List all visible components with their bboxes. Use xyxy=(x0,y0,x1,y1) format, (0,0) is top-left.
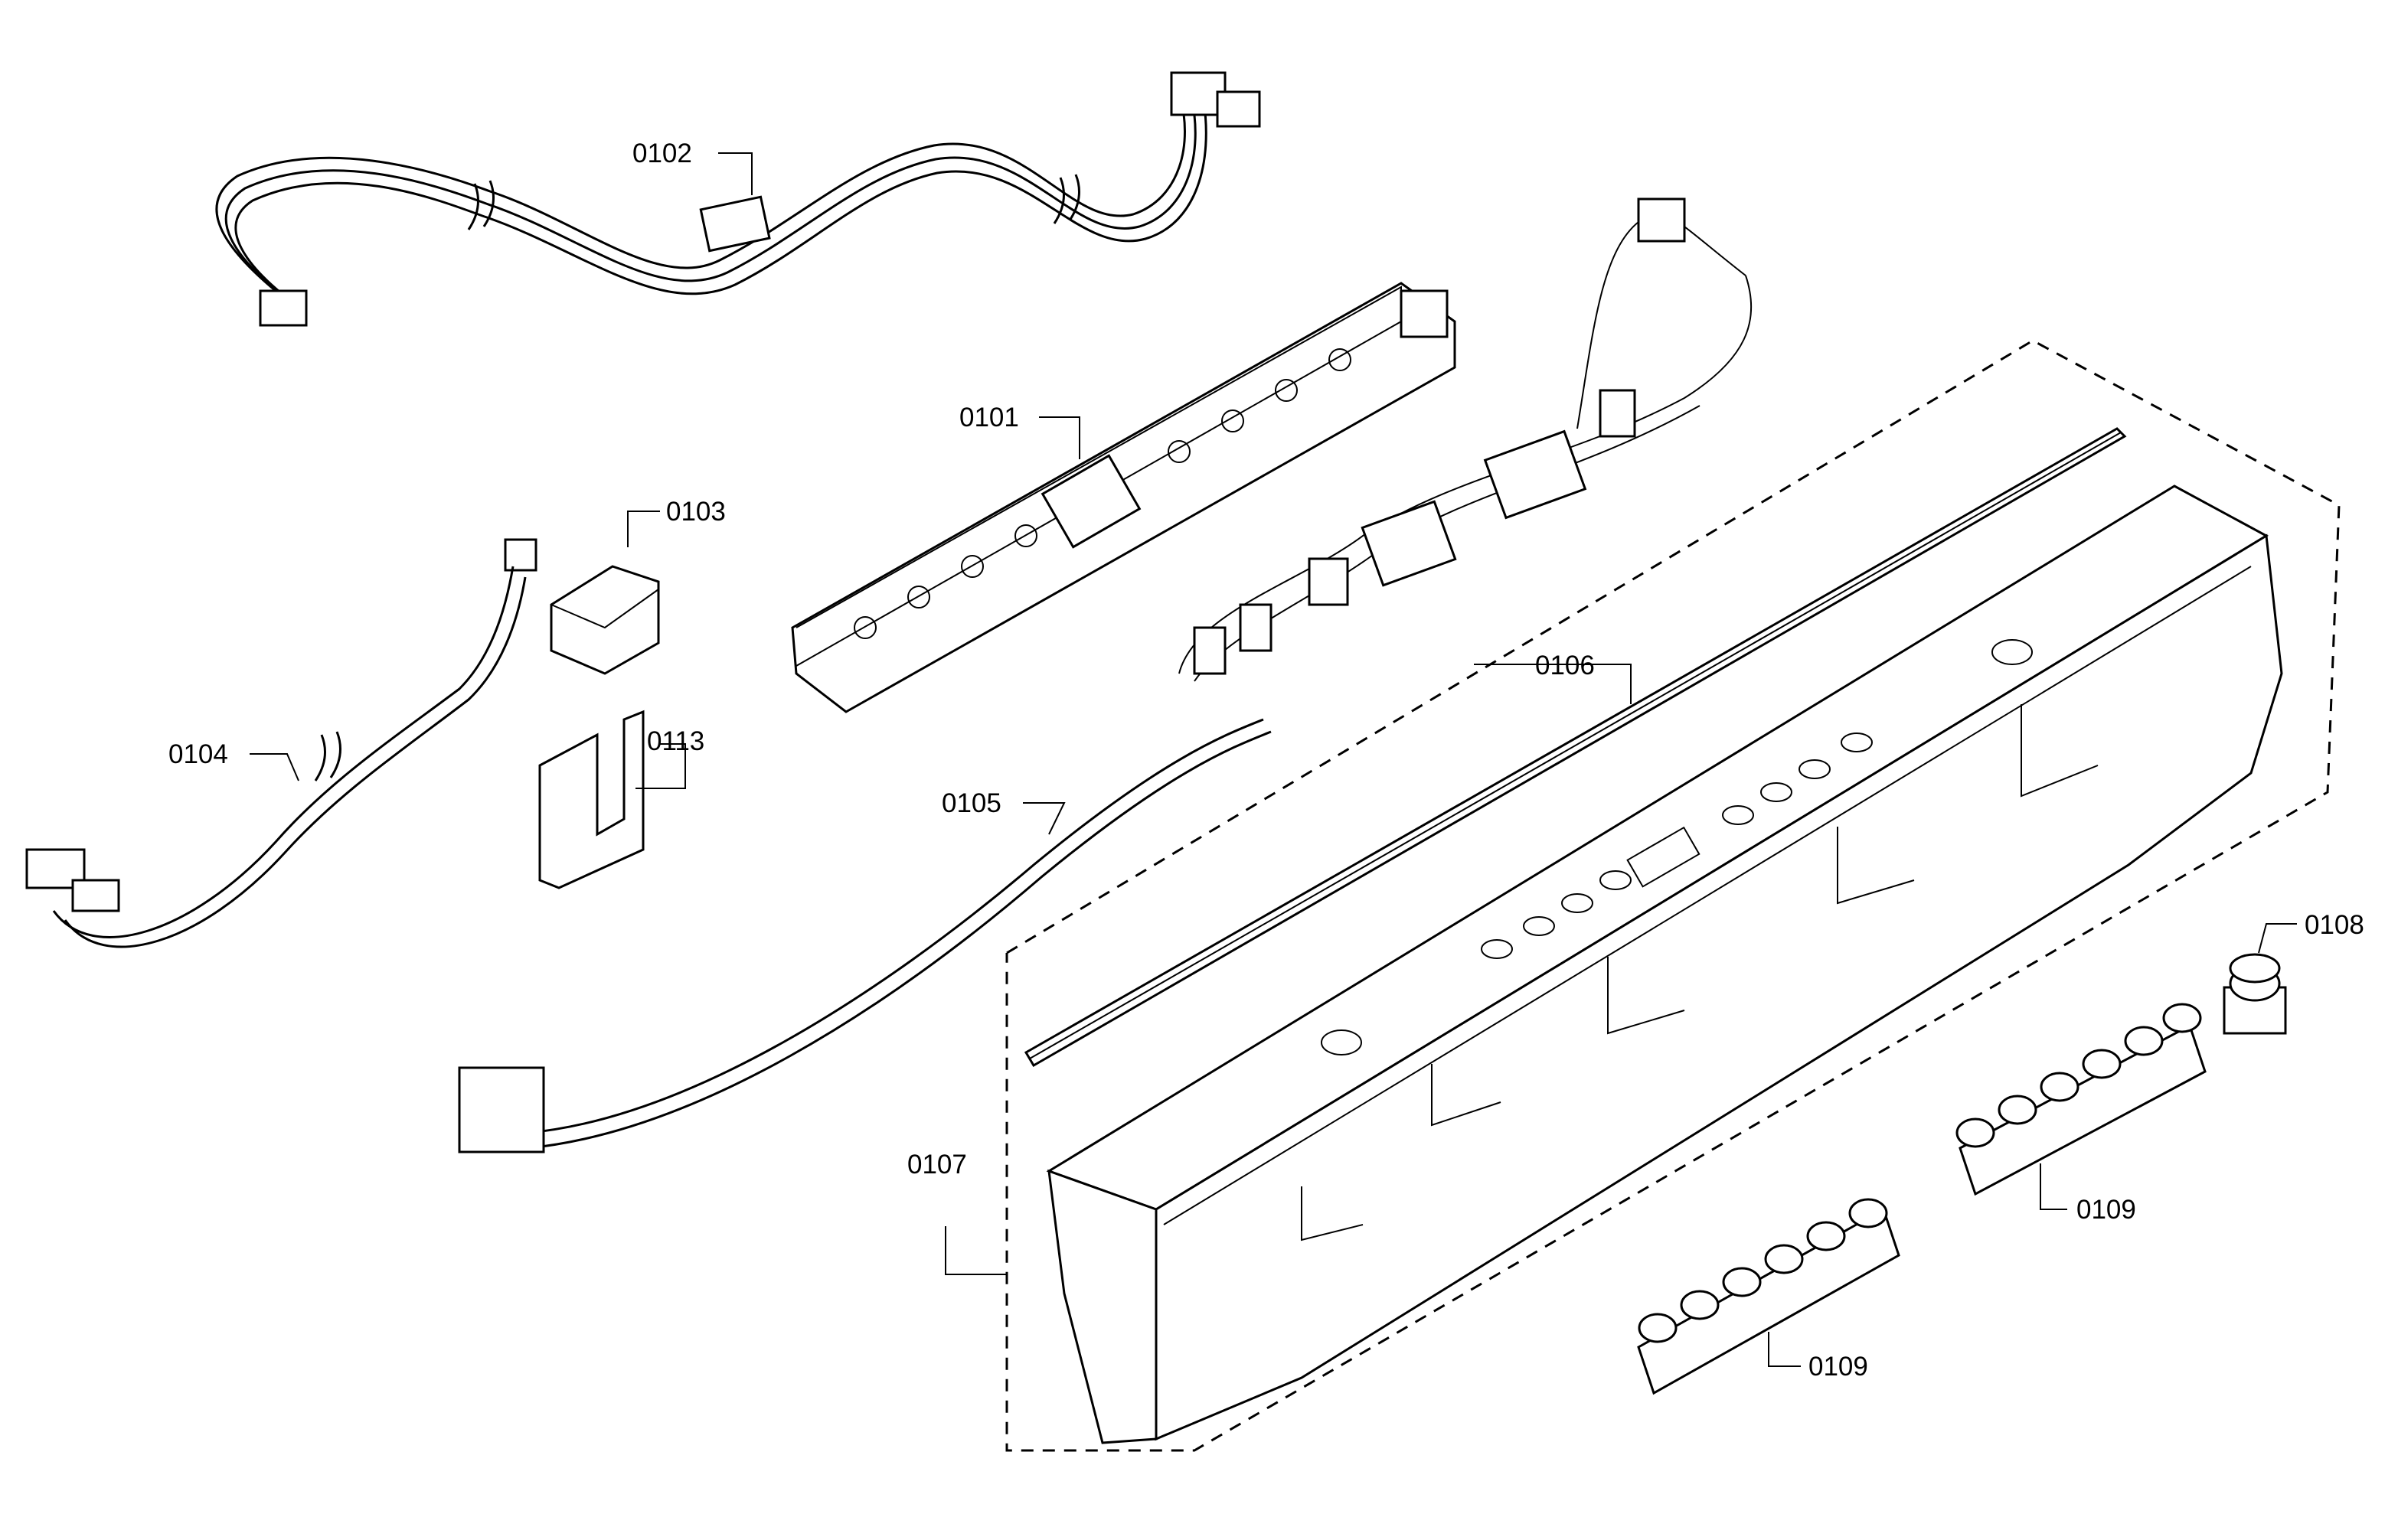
label-0106: 0106 xyxy=(1535,651,1595,680)
label-0103: 0103 xyxy=(666,497,726,527)
button-strip-0109-upper xyxy=(1955,1003,2207,1196)
label-0108: 0108 xyxy=(2305,910,2364,940)
label-0102: 0102 xyxy=(632,139,692,168)
label-0101: 0101 xyxy=(959,403,1019,432)
button-strip-0109-lower xyxy=(1637,1198,1900,1395)
control-panel-0107 xyxy=(1046,485,2283,1444)
button-0108 xyxy=(2223,953,2287,1035)
label-0104: 0104 xyxy=(168,739,228,769)
leader-lines xyxy=(250,152,2297,1367)
label-0113: 0113 xyxy=(647,726,704,756)
label-0105: 0105 xyxy=(942,788,1001,818)
label-0109-upper: 0109 xyxy=(2076,1195,2136,1225)
switch-0103 xyxy=(504,538,660,675)
part-labels: 0102 0101 0103 0113 0104 0105 0106 0107 … xyxy=(168,139,2364,1382)
bracket-0113 xyxy=(538,710,645,889)
wire-harness-0102 xyxy=(215,71,1261,327)
seal-strip-0106 xyxy=(1024,427,2127,1068)
control-module-0101 xyxy=(791,282,1456,713)
control-panel-outline-0107 xyxy=(1005,339,2341,1452)
label-0107: 0107 xyxy=(907,1150,967,1179)
wire-0104 xyxy=(25,566,527,948)
label-0109-lower: 0109 xyxy=(1808,1352,1868,1382)
cable-0105 xyxy=(458,197,1753,1153)
